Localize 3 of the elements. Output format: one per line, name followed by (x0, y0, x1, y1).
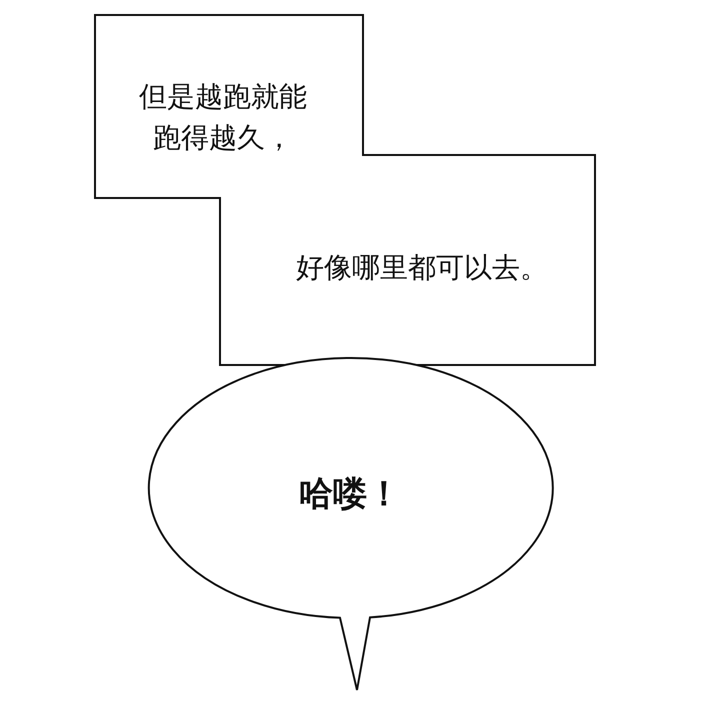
caption-text: 但是越跑就能跑得越久， (138, 79, 308, 156)
speech-text: 哈喽！ (298, 473, 402, 516)
caption-text: 好像哪里都可以去。 (295, 250, 549, 286)
